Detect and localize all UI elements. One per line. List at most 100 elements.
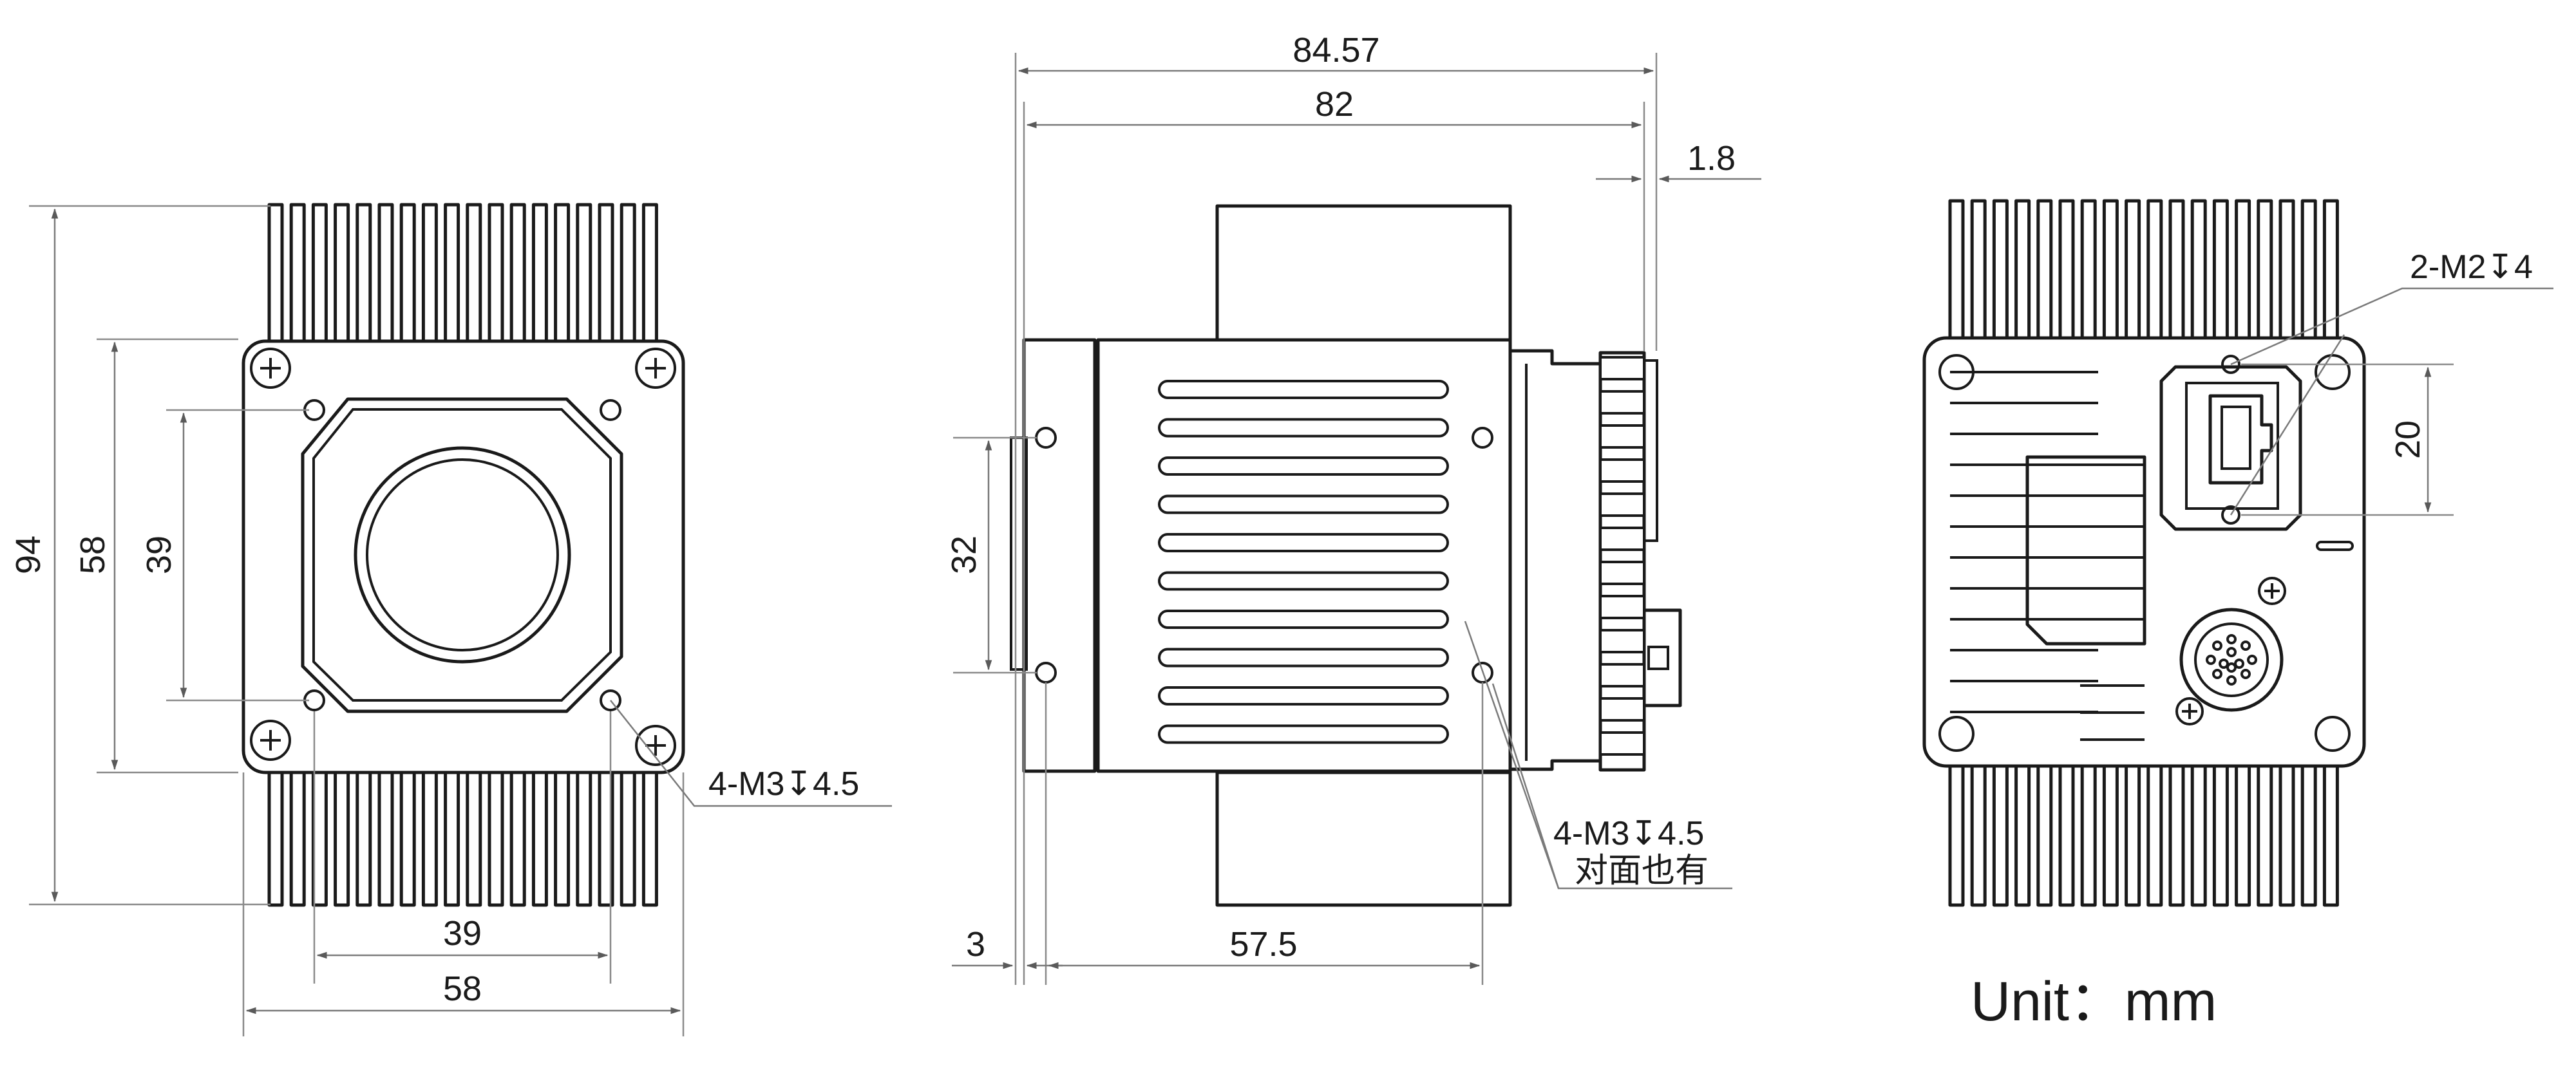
rear-heatsink-fins-bottom <box>1948 759 2339 907</box>
heatsink-fin <box>2036 199 2053 344</box>
heatsink-fin <box>334 203 350 347</box>
heatsink-fin <box>2278 759 2295 907</box>
side-heatsink-top <box>1215 204 1512 343</box>
heatsink-fin <box>576 765 592 907</box>
vent-slot <box>1158 494 1449 514</box>
connector-pin <box>2226 634 2237 644</box>
heatsink-fin <box>311 765 328 907</box>
heatsink-fin <box>488 765 504 907</box>
heatsink-fin <box>641 203 658 347</box>
heatsink-fin <box>2125 759 2141 907</box>
vent-slot <box>1158 610 1449 629</box>
dim-58-vertical-label: 58 <box>73 536 112 574</box>
rear-m2-hole <box>2221 355 2240 374</box>
side-opposite-note: 对面也有 <box>1575 852 1709 890</box>
connector-pin <box>2212 641 2222 651</box>
rear-corner-hole <box>1938 354 1975 390</box>
heatsink-fin <box>2168 199 2185 344</box>
connector-pin <box>2226 647 2237 657</box>
heatsink-fin <box>267 765 284 907</box>
heatsink-fin <box>1992 759 2009 907</box>
front-corner-screw-tr <box>635 348 676 389</box>
rear-note-leader <box>2230 287 2553 366</box>
heatsink-fin <box>2014 759 2031 907</box>
rear-m2-hole <box>2221 505 2240 525</box>
heatsink-fin <box>1948 199 1965 344</box>
heatsink-fin <box>509 203 526 347</box>
heatsink-fin <box>466 765 482 907</box>
heatsink-fin <box>466 203 482 347</box>
vent-slot <box>1158 648 1449 668</box>
connector-pin <box>2234 659 2244 669</box>
heatsink-fin <box>2014 199 2031 344</box>
heatsink-fin <box>377 203 394 347</box>
heatsink-fin <box>2257 199 2273 344</box>
dim-1-8-label: 1.8 <box>1687 139 1736 178</box>
heatsink-fin <box>2146 199 2163 344</box>
side-body <box>1096 338 1512 773</box>
side-thread-note: 4-M3↧4.5 <box>1553 815 1704 852</box>
heatsink-fin <box>289 765 306 907</box>
heatsink-fin <box>620 765 636 907</box>
side-vent-slots <box>1158 380 1449 744</box>
front-heatsink-fins-top <box>267 203 658 347</box>
rear-ethernet-frame <box>2159 365 2302 531</box>
rear-corner-hole <box>2315 716 2351 752</box>
dim-82-label: 82 <box>1315 85 1354 124</box>
heatsink-fin <box>2322 759 2339 907</box>
heatsink-fin <box>488 203 504 347</box>
rear-thread-note: 2-M2↧4 <box>2410 248 2533 286</box>
rear-rib <box>1599 390 1645 415</box>
heatsink-fin <box>2036 759 2053 907</box>
vent-slot <box>1158 380 1449 399</box>
heatsink-fin <box>598 203 614 347</box>
heatsink-fin <box>334 765 350 907</box>
connector-pin <box>2226 675 2237 686</box>
connector-pin <box>2240 641 2251 651</box>
front-m3-hole <box>600 689 621 711</box>
rear-rib <box>1599 356 1645 380</box>
side-rear-housing <box>1508 349 1602 771</box>
rear-rib <box>1599 663 1645 687</box>
front-view: 94 58 39 39 58 4-M3↧4.5 <box>9 203 892 1036</box>
front-lens-opening <box>354 446 571 664</box>
heatsink-fin <box>377 765 394 907</box>
connector-pin <box>2226 662 2237 673</box>
heatsink-fin <box>2190 199 2207 344</box>
front-note-leader <box>610 700 892 807</box>
front-heatsink-fins-bottom <box>267 765 658 907</box>
heatsink-fin <box>2257 759 2273 907</box>
heatsink-fin <box>531 765 548 907</box>
heatsink-fin <box>1970 199 1987 344</box>
rear-rib <box>1599 595 1645 619</box>
heatsink-fin <box>2168 759 2185 907</box>
heatsink-fin <box>2102 199 2119 344</box>
rear-rib <box>1599 424 1645 449</box>
dim-20-label: 20 <box>2389 420 2427 459</box>
dim-94-label: 94 <box>9 536 48 574</box>
rear-corner-hole <box>1938 716 1975 752</box>
heatsink-fin <box>2235 199 2251 344</box>
heatsink-fin <box>444 765 460 907</box>
rear-rib <box>1599 527 1645 551</box>
connector-pin <box>2247 655 2257 665</box>
rear-corner-hole <box>2315 354 2351 390</box>
heatsink-fin <box>641 765 658 907</box>
heatsink-fin <box>399 765 416 907</box>
rear-rib <box>1599 731 1645 756</box>
rear-power-io-connector <box>2179 608 2284 712</box>
front-lens-mount <box>301 397 623 713</box>
io-connector-pins <box>2206 634 2257 686</box>
dim-57-5-label: 57.5 <box>1229 925 1297 964</box>
heatsink-fin <box>444 203 460 347</box>
rear-rib <box>1599 458 1645 483</box>
heatsink-fin <box>399 203 416 347</box>
front-body-plate <box>242 339 685 774</box>
heatsink-fin <box>355 765 372 907</box>
heatsink-fin <box>289 203 306 347</box>
vent-slot <box>1158 456 1449 476</box>
rear-rib <box>1599 561 1645 585</box>
connector-pin <box>2219 659 2229 669</box>
heatsink-fin <box>2080 759 2097 907</box>
